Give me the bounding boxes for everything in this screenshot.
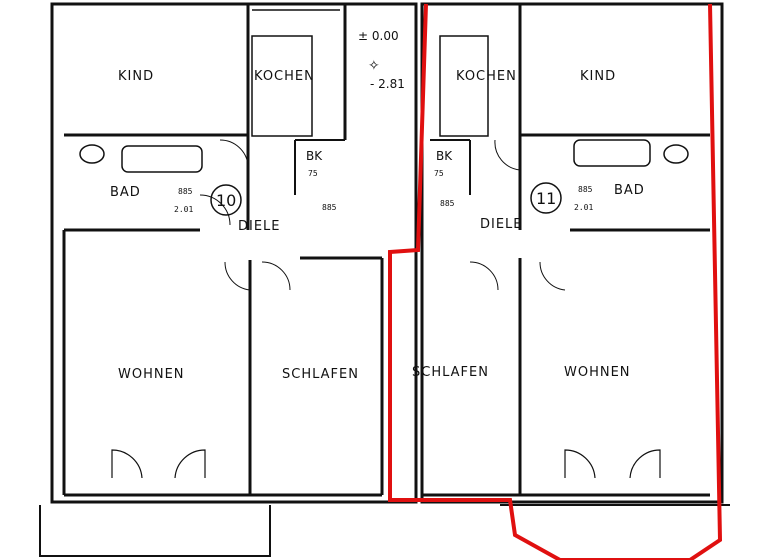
level-top: ± 0.00 bbox=[358, 29, 399, 43]
room-kind-left: KIND bbox=[118, 69, 154, 84]
room-bk-right: BK bbox=[436, 149, 453, 163]
room-kind-right: KIND bbox=[580, 69, 616, 84]
room-bad-left: BAD bbox=[110, 185, 141, 200]
level-bottom: - 2.81 bbox=[370, 77, 405, 91]
dim-bk-left-w: 75 bbox=[308, 169, 318, 178]
unit-number-right-circle bbox=[530, 182, 562, 214]
dim-diele-left-w: 885 bbox=[322, 203, 337, 212]
room-diele-left: DIELE bbox=[238, 219, 281, 234]
room-bk-left: BK bbox=[306, 149, 323, 163]
dim-bad-left-w: 885 bbox=[178, 187, 193, 196]
dim-bad-left-h: 2.01 bbox=[174, 205, 193, 214]
room-diele-right: DIELE bbox=[480, 217, 523, 232]
room-bad-right: BAD bbox=[614, 183, 645, 198]
dim-diele-right-w: 885 bbox=[440, 199, 455, 208]
dim-bad-right-w: 885 bbox=[578, 185, 593, 194]
room-schlafen-left: SCHLAFEN bbox=[282, 367, 359, 382]
dim-bk-right-w: 75 bbox=[434, 169, 444, 178]
room-kochen-right: KOCHEN bbox=[456, 69, 517, 84]
room-kochen-left: KOCHEN bbox=[254, 69, 315, 84]
unit-number-left: 10 bbox=[216, 191, 236, 210]
highlight-outline bbox=[388, 3, 723, 560]
room-wohnen-left: WOHNEN bbox=[118, 367, 185, 382]
door-dimensions: 885 2.01 885 75 885 75 885 2.01 bbox=[174, 169, 593, 214]
unit-number-left-circle bbox=[210, 184, 242, 216]
dim-bad-right-h: 2.01 bbox=[574, 203, 593, 212]
room-schlafen-right: SCHLAFEN bbox=[412, 365, 489, 380]
unit-number-right: 11 bbox=[536, 189, 556, 208]
level-marker-icon: ✧ bbox=[368, 58, 380, 74]
room-wohnen-right: WOHNEN bbox=[564, 365, 631, 380]
walls bbox=[39, 2, 730, 557]
